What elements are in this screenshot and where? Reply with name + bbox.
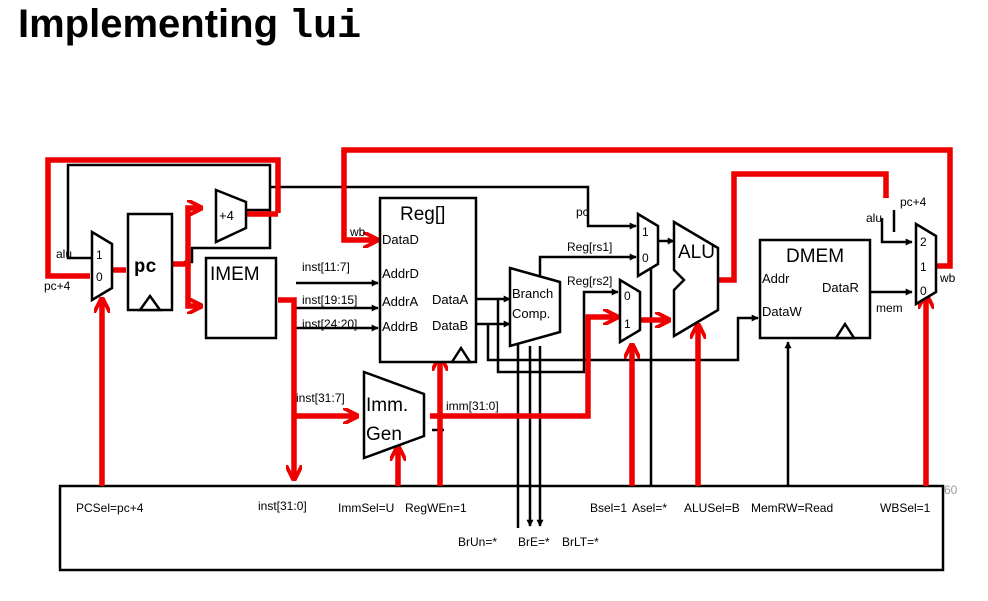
ctrl-bsel: Bsel=1 <box>590 501 627 515</box>
branch-label-2: Comp. <box>512 306 550 321</box>
wb-mux <box>914 221 938 307</box>
label-mem: mem <box>876 301 903 315</box>
dmem-clock-icon <box>833 321 857 340</box>
port-dmem-addr: Addr <box>762 271 790 286</box>
ctrl-bre: BrE=* <box>518 535 550 549</box>
port-dataA: DataA <box>432 292 468 307</box>
dmem-label: DMEM <box>786 246 844 267</box>
pc-clock-icon <box>137 293 163 312</box>
label-alu-in: alu <box>56 247 72 261</box>
label-imm: imm[31:0] <box>446 399 499 413</box>
alu-label: ALU <box>678 242 715 263</box>
label-pc: pc <box>576 205 589 219</box>
title-text: Implementing <box>18 2 279 46</box>
label-wb-out: wb <box>939 271 956 285</box>
a-mux-label-0: 0 <box>642 251 649 265</box>
ctrl-regwen: RegWEn=1 <box>405 501 467 515</box>
alu-block <box>672 219 720 339</box>
port-addrB: AddrB <box>382 319 418 334</box>
ctrl-immsel: ImmSel=U <box>338 501 394 515</box>
imem-block <box>204 256 278 340</box>
dmem-block <box>758 238 872 340</box>
b-mux-label-0: 0 <box>624 289 631 303</box>
active-path-red <box>45 147 953 486</box>
ctrl-inst: inst[31:0] <box>258 499 307 513</box>
b-mux-label-1: 1 <box>624 317 631 331</box>
black-wires <box>66 163 913 528</box>
label-wb: wb <box>349 225 366 239</box>
ctrl-alusel: ALUSel=B <box>684 501 740 515</box>
label-pc4-in: pc+4 <box>44 279 71 293</box>
page-number: 60 <box>944 483 958 497</box>
label-alu-wb: alu <box>866 211 882 225</box>
label-pc4-wb: pc+4 <box>900 195 927 209</box>
slide-title: Implementing lui <box>18 2 361 50</box>
pc-mux-label-1: 1 <box>96 248 103 262</box>
branch-label-1: Branch <box>512 286 553 301</box>
plus4-label: +4 <box>219 208 234 223</box>
port-dataB: DataB <box>432 318 468 333</box>
wb-mux-label-1: 1 <box>920 260 927 274</box>
label-reg-rs2: Reg[rs2] <box>567 274 612 288</box>
wb-mux-label-2: 2 <box>920 235 927 249</box>
label-inst-24-20: inst[24:20] <box>302 317 357 331</box>
ctrl-asel: Asel=* <box>632 501 667 515</box>
port-dataD: DataD <box>382 232 419 247</box>
immgen-block <box>362 370 426 460</box>
ctrl-brun: BrUn=* <box>458 535 497 549</box>
label-inst-31-7: inst[31:7] <box>296 391 345 405</box>
plus4-adder <box>214 188 248 244</box>
port-dmem-dataW: DataW <box>762 304 802 319</box>
imem-label: IMEM <box>210 264 260 285</box>
a-mux-label-1: 1 <box>642 225 649 239</box>
immgen-label-1: Imm. <box>366 395 408 416</box>
branch-comparator <box>508 266 562 348</box>
wb-mux-label-0: 0 <box>920 284 927 298</box>
ctrl-brlt: BrLT=* <box>562 535 599 549</box>
a-mux <box>636 211 660 279</box>
ctrl-memrw: MemRW=Read <box>751 501 833 515</box>
regfile-label: Reg[] <box>400 204 445 225</box>
immgen-label-2: Gen <box>366 424 402 445</box>
pc-mux-label-0: 0 <box>96 270 103 284</box>
register-file <box>378 196 478 364</box>
port-addrD: AddrD <box>382 266 419 281</box>
title-code: lui <box>289 5 362 50</box>
regfile-clock-icon <box>449 345 473 364</box>
port-addrA: AddrA <box>382 294 418 309</box>
b-mux <box>618 277 642 345</box>
pc-register-label: pc <box>134 256 157 278</box>
ctrl-pcsel: PCSel=pc+4 <box>76 501 144 515</box>
label-inst-11-7: inst[11:7] <box>302 260 350 274</box>
ctrl-wbsel: WBSel=1 <box>880 501 931 515</box>
control-logic-box <box>58 484 945 572</box>
label-inst-19-15: inst[19:15] <box>302 293 357 307</box>
label-reg-rs1: Reg[rs1] <box>567 240 612 254</box>
port-dmem-dataR: DataR <box>822 280 859 295</box>
pc-mux <box>90 229 114 303</box>
